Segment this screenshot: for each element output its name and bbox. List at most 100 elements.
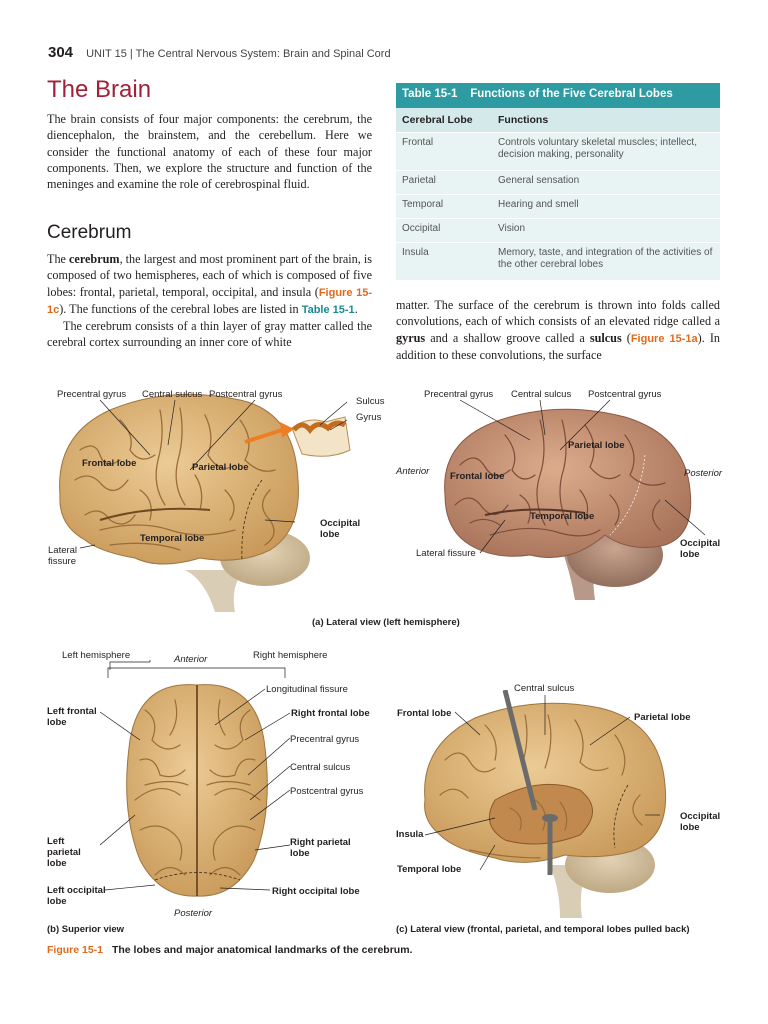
retractor-1 <box>502 690 538 811</box>
table-row: Frontal Controls voluntary skeletal musc… <box>396 132 720 170</box>
insula-occipital-boundary <box>613 784 629 849</box>
text: , the largest and most prominent part of… <box>47 252 372 299</box>
text: ( <box>621 330 631 345</box>
figure-number: Figure 15-1 <box>47 944 104 956</box>
label-postcentral-gyrus: Postcentral gyrus <box>209 389 283 400</box>
section-title: The Brain <box>47 76 152 103</box>
inset-cortex <box>292 420 347 434</box>
text: . <box>354 301 358 316</box>
cerebrum-shape <box>59 393 299 565</box>
brain-insula-illustration <box>424 690 667 918</box>
label-temporal-lobe-c: Temporal lobe <box>397 864 462 875</box>
label-lateral-fissure-photo: Lateral fissure <box>416 548 476 559</box>
label-central-sulcus-photo: Central sulcus <box>511 389 572 400</box>
table-row: Occipital Vision <box>396 218 720 242</box>
text: ). The functions of the cerebral lobes a… <box>59 301 302 316</box>
figure-link[interactable]: Figure 15-1c <box>47 286 372 316</box>
intro-paragraph: The brain consists of four major compone… <box>47 112 372 192</box>
insula-gyri <box>439 714 643 859</box>
arrow-head <box>280 422 294 438</box>
caption-figure-a: (a) Lateral view (left hemisphere) <box>312 617 460 628</box>
cell-function: General sensation <box>498 175 580 186</box>
table-row: Temporal Hearing and smell <box>396 194 720 218</box>
cell-lobe: Parietal <box>402 175 436 186</box>
label-occipital-lobe-photo: Occipital lobe <box>680 538 721 560</box>
label-precentral-gyrus: Precentral gyrus <box>57 389 127 400</box>
arrow-shaft <box>244 428 283 444</box>
label-temporal-lobe: Temporal lobe <box>140 533 205 544</box>
label-occipital-lobe-c: Occipital lobe <box>680 811 721 833</box>
label-temporal-lobe-photo: Temporal lobe <box>530 511 595 522</box>
label-gyrus: Gyrus <box>356 412 382 423</box>
brainstem-shape <box>185 570 245 612</box>
label-insula: Insula <box>396 829 424 840</box>
label-parietal-lobe-c: Parietal lobe <box>634 712 691 723</box>
label-anterior-sup: Anterior <box>174 654 208 665</box>
table-header-row: Cerebral Lobe Functions <box>396 108 720 132</box>
label-longitudinal-fissure: Longitudinal fissure <box>266 684 348 695</box>
cell-function: Controls voluntary skeletal muscles; int… <box>498 137 697 160</box>
brain-lateral-illustration <box>59 393 351 612</box>
label-postcentral-gyrus-photo: Postcentral gyrus <box>588 389 662 400</box>
label-precentral-gyrus-photo: Precentral gyrus <box>424 389 494 400</box>
label-left-frontal-lobe: Left frontal lobe <box>47 706 97 728</box>
cell-lobe: Occipital <box>402 223 441 234</box>
text: The <box>47 252 70 266</box>
text: matter. The surface of the cerebrum is t… <box>396 298 720 329</box>
subsection-title: Cerebrum <box>47 222 132 243</box>
table-number: Table 15-1 <box>402 88 458 100</box>
header-functions: Functions <box>498 114 549 126</box>
photo-cerebrum <box>444 408 692 558</box>
label-right-occipital-lobe: Right occipital lobe <box>272 886 360 897</box>
label-posterior: Posterior <box>684 468 723 479</box>
brain-superior-illustration <box>100 660 291 897</box>
cell-function: Memory, taste, and integration of the ac… <box>498 247 713 270</box>
label-right-parietal-lobe: Right parietal lobe <box>290 837 351 859</box>
figure-caption: Figure 15-1 The lobes and major anatomic… <box>47 944 412 956</box>
label-occipital-lobe: Occipital lobe <box>320 518 361 540</box>
cell-lobe: Insula <box>402 247 429 258</box>
text: ). In addition to these convolutions, th… <box>396 330 720 362</box>
label-central-sulcus-c: Central sulcus <box>514 683 575 694</box>
table-row: Parietal General sensation <box>396 170 720 194</box>
table-15-1: Table 15-1 Functions of the Five Cerebra… <box>396 83 720 280</box>
label-left-hemisphere: Left hemisphere <box>62 650 131 661</box>
running-title: UNIT 15 | The Central Nervous System: Br… <box>86 48 391 60</box>
header-lobe: Cerebral Lobe <box>402 114 473 126</box>
label-parietal-lobe-photo: Parietal lobe <box>568 440 625 451</box>
paragraph-2: The cerebrum consists of a thin layer of… <box>47 319 372 350</box>
label-frontal-lobe: Frontal lobe <box>82 458 137 469</box>
term-gyrus: gyrus <box>396 330 426 345</box>
figure-link[interactable]: Figure 15-1a <box>630 332 698 345</box>
hemisphere-bracket <box>107 667 286 678</box>
label-left-parietal-lobe: Left parietal lobe <box>47 836 81 869</box>
table-row: Insula Memory, taste, and integration of… <box>396 242 720 280</box>
term-cerebrum: cerebrum <box>69 252 120 266</box>
figure-caption-text: The lobes and major anatomical landmarks… <box>111 944 413 956</box>
label-precentral-gyrus-sup: Precentral gyrus <box>290 734 360 745</box>
label-anterior: Anterior <box>396 466 430 477</box>
text: and a shallow groove called a <box>425 330 590 345</box>
cell-function: Vision <box>498 223 526 234</box>
table-caption: Table 15-1 Functions of the Five Cerebra… <box>396 83 720 108</box>
superior-gyri <box>134 699 261 876</box>
brain-lateral-photo <box>444 399 706 600</box>
right-paragraph: matter. The surface of the cerebrum is t… <box>396 297 720 363</box>
insula-region <box>488 783 593 845</box>
caption-figure-c: (c) Lateral view (frontal, parietal, and… <box>396 924 690 935</box>
lateral-fissure-line <box>99 507 211 521</box>
cell-lobe: Frontal <box>402 137 434 148</box>
label-central-sulcus: Central sulcus <box>142 389 203 400</box>
table-title: Functions of the Five Cerebral Lobes <box>470 88 673 100</box>
running-header: 304 UNIT 15 | The Central Nervous System… <box>48 44 391 61</box>
table-link[interactable]: Table 15-1 <box>301 303 355 316</box>
caption-figure-b: (b) Superior view <box>47 924 125 935</box>
cell-function: Hearing and smell <box>498 199 579 210</box>
cell-lobe: Temporal <box>402 199 444 210</box>
label-central-sulcus-sup: Central sulcus <box>290 762 351 773</box>
label-frontal-lobe-photo: Frontal lobe <box>450 471 505 482</box>
occipital-boundary <box>241 479 263 561</box>
occipital-boundary-sup <box>154 872 241 881</box>
label-right-hemisphere: Right hemisphere <box>253 650 328 661</box>
term-sulcus: sulcus <box>589 330 622 345</box>
